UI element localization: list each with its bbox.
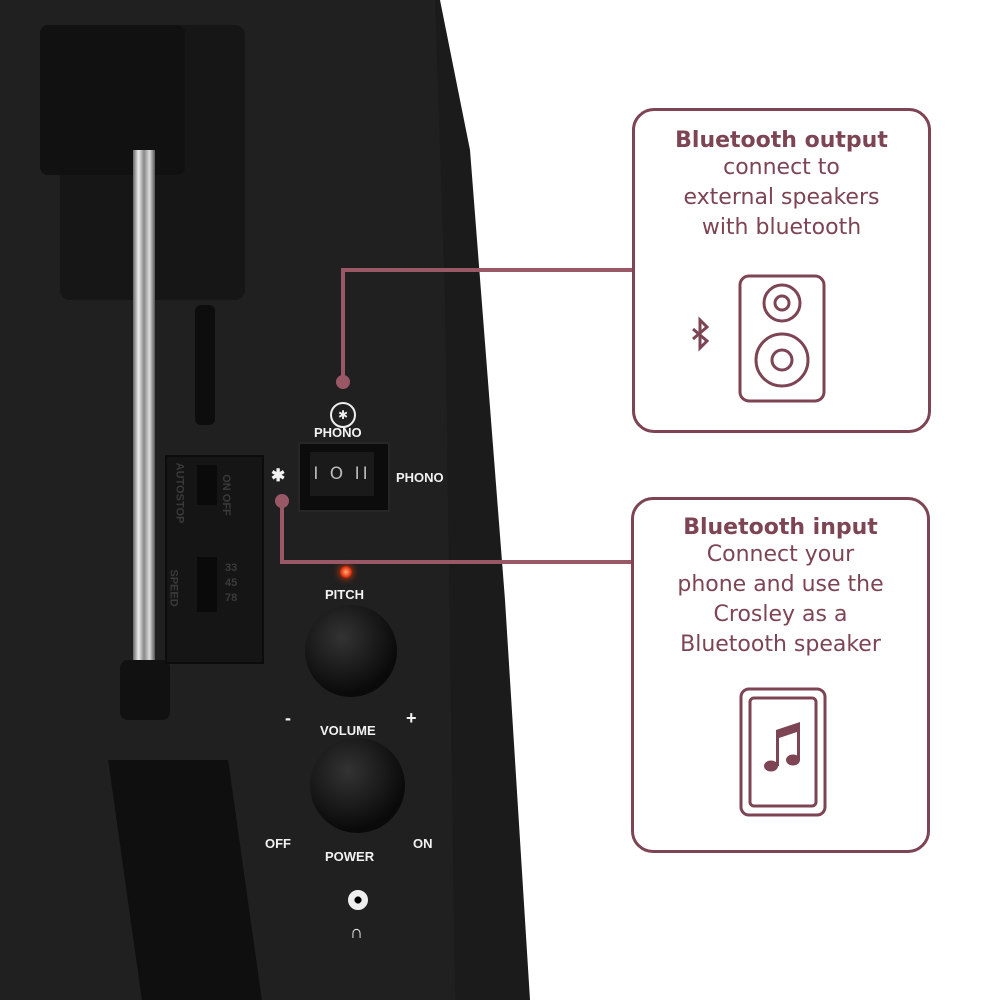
callout-bluetooth-output: Bluetooth output connect to external spe… <box>632 108 931 433</box>
minus-label: - <box>285 708 291 728</box>
volume-label: VOLUME <box>320 723 376 738</box>
power-label: POWER <box>325 849 375 864</box>
speaker-icon <box>692 274 826 403</box>
phono-top-label: PHONO <box>314 425 362 440</box>
callout-line-input-h <box>280 560 633 564</box>
callout-line-output-h <box>342 268 634 272</box>
off-label: OFF <box>265 836 291 851</box>
speed-45: 45 <box>225 577 238 589</box>
callout-text: Crosley as a <box>713 602 848 627</box>
bluetooth-broadcast-icon: ✱ <box>330 402 356 428</box>
callout-line-input-v <box>280 500 284 564</box>
power-led <box>340 566 352 578</box>
speed-78: 78 <box>225 592 238 604</box>
callout-bluetooth-input: Bluetooth input Connect your phone and u… <box>631 497 930 853</box>
callout-text: Connect your <box>706 542 855 567</box>
callout-title: Bluetooth output <box>675 128 888 153</box>
pitch-label: PITCH <box>325 587 364 602</box>
pitch-knob[interactable] <box>305 605 397 697</box>
callout-line-output-v <box>341 268 345 380</box>
autostop-switch[interactable] <box>197 465 217 505</box>
speed-label: SPEED <box>167 569 180 607</box>
on-label: ON <box>413 836 433 851</box>
callout-dot-output <box>336 375 350 389</box>
tonearm-pivot <box>40 25 185 175</box>
headphone-icon: ∩ <box>350 922 363 942</box>
phono-right-label: PHONO <box>396 470 444 485</box>
cue-lever[interactable] <box>195 305 215 425</box>
callout-text: Bluetooth speaker <box>680 632 881 657</box>
mode-switch[interactable]: I O II <box>298 442 390 512</box>
plus-label: + <box>406 708 417 728</box>
rocker-marks: I O II <box>310 452 374 496</box>
callout-text: with bluetooth <box>701 215 862 240</box>
speed-33: 33 <box>225 562 238 574</box>
slider-panel: AUTOSTOP ON OFF SPEED 33 45 78 <box>165 455 264 664</box>
volume-knob[interactable] <box>310 738 405 833</box>
tonearm-rest <box>120 660 170 720</box>
phone-music-icon <box>739 687 827 817</box>
autostop-label: AUTOSTOP <box>173 462 186 524</box>
headphone-jack[interactable] <box>348 890 368 910</box>
tonearm[interactable] <box>133 150 155 710</box>
callout-text: external speakers <box>683 185 880 210</box>
callout-text: connect to <box>723 155 840 180</box>
speed-switch[interactable] <box>197 557 217 612</box>
callout-title: Bluetooth input <box>683 515 878 540</box>
callout-text: phone and use the <box>677 572 884 597</box>
callout-dot-input <box>275 494 289 508</box>
bluetooth-icon: ✱ <box>271 466 286 485</box>
on-off-label: ON OFF <box>219 474 232 516</box>
